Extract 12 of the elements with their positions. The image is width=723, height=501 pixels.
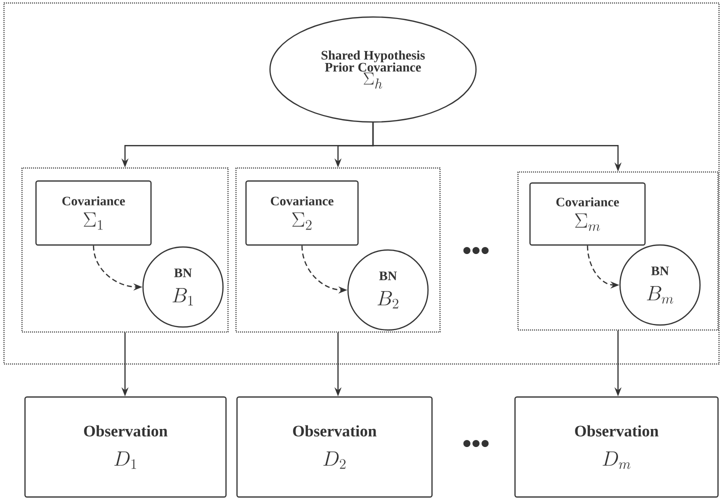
covariance-box: Covariance $\Sigma_2$	[245, 180, 359, 246]
dotted-frame	[22, 168, 228, 332]
ellipsis-dots: •••	[463, 246, 489, 254]
dotted-frame	[4, 2, 720, 364]
covariance-box: Covariance $\Sigma_1$	[35, 180, 152, 246]
dotted-frame	[518, 172, 718, 330]
dotted-frame	[236, 168, 440, 332]
ellipsis-dots: •••	[463, 440, 489, 447]
observation-box: Observation $D_2$	[236, 396, 433, 498]
covariance-box: Covariance $\Sigma_m$	[529, 182, 646, 246]
observation-box: Observation $D_m$	[514, 396, 719, 498]
observation-box: Observation $D_1$	[24, 396, 227, 498]
